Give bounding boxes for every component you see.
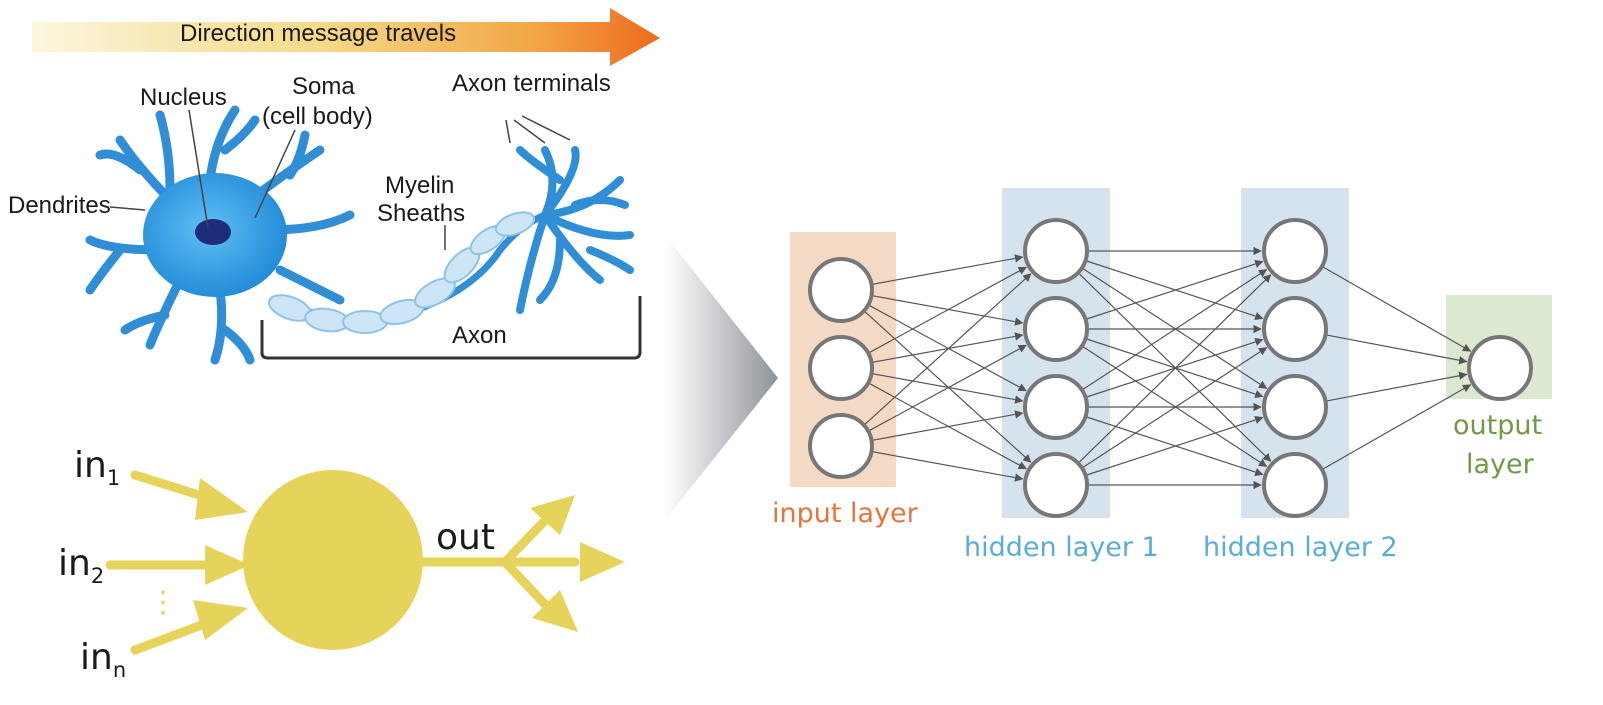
output-label: out	[436, 517, 495, 558]
direction-arrow	[32, 8, 660, 66]
edge-l1-1-2	[1085, 338, 1264, 399]
edge-l2-2-0	[1325, 371, 1468, 402]
node-layer1-1	[1023, 296, 1089, 362]
edge-l0-0-2	[867, 304, 1027, 392]
node-layer2-2	[1262, 374, 1328, 440]
hidden-layer-1-label: hidden layer 1	[964, 532, 1159, 563]
output-layer-label-line1: output	[1453, 410, 1543, 441]
edge-l0-2-1	[867, 344, 1027, 432]
direction-label: Direction message travels	[180, 20, 457, 47]
edge-l1-1-0	[1085, 259, 1264, 320]
nucleus-label: Nucleus	[140, 84, 227, 111]
node-layer1-0	[1023, 218, 1089, 284]
perceptron-node	[243, 470, 423, 650]
edge-l2-1-0	[1325, 334, 1468, 365]
soma-label: Soma	[292, 73, 355, 100]
neuron-illustration	[85, 105, 642, 365]
input-ellipsis: ⋮	[148, 585, 178, 620]
edge-l1-0-1	[1085, 260, 1264, 321]
myelin-label: Myelin	[385, 172, 455, 199]
perceptron-diagram	[105, 470, 625, 655]
edge-l0-1-1	[871, 332, 1024, 364]
edge-l0-0-1	[871, 294, 1024, 326]
node-layer2-0	[1262, 218, 1328, 284]
edge-l0-2-3	[871, 450, 1024, 482]
input-1-label: in1	[74, 445, 121, 490]
input-layer-label: input layer	[772, 498, 918, 529]
edge-l0-0-0	[871, 254, 1024, 286]
node-layer2-3	[1262, 452, 1328, 518]
node-layer2-1	[1262, 296, 1328, 362]
edge-l1-3-1	[1081, 347, 1268, 469]
dendrites-label: Dendrites	[8, 192, 111, 219]
edge-l1-3-0	[1077, 274, 1272, 464]
edge-l1-0-3	[1077, 272, 1272, 462]
node-layer1-2	[1023, 374, 1089, 440]
node-layer0-0	[808, 257, 874, 323]
axon-label: Axon	[452, 322, 507, 349]
axon-terminals-label: Axon terminals	[452, 70, 611, 97]
transition-chevron	[665, 235, 778, 520]
neural-network	[790, 188, 1552, 518]
edge-l1-1-3	[1081, 345, 1268, 467]
output-layer-label-line2: layer	[1466, 449, 1534, 480]
edge-l0-2-0	[863, 273, 1032, 426]
sheaths-label: Sheaths	[377, 200, 466, 227]
hidden-layer-2-label: hidden layer 2	[1203, 532, 1398, 563]
edge-l1-2-1	[1085, 337, 1264, 398]
edge-l0-0-3	[863, 310, 1032, 463]
node-layer1-3	[1023, 452, 1089, 518]
node-layer0-1	[808, 335, 874, 401]
edge-l0-1-2	[871, 372, 1024, 404]
edge-l2-3-0	[1321, 384, 1472, 471]
edge-l1-3-2	[1085, 415, 1264, 476]
edge-l0-1-0	[867, 266, 1027, 354]
soma-sub-label: (cell body)	[262, 103, 373, 130]
node-layer0-2	[808, 413, 874, 479]
edge-l0-2-2	[871, 410, 1024, 442]
input-n-label: inn	[80, 637, 127, 682]
edge-l1-2-3	[1085, 416, 1264, 477]
edge-l2-0-0	[1321, 265, 1472, 352]
edge-l1-2-0	[1081, 269, 1268, 391]
input-2-label: in2	[58, 543, 105, 588]
nucleus-shape	[195, 219, 231, 245]
node-layer3-0	[1467, 335, 1533, 401]
